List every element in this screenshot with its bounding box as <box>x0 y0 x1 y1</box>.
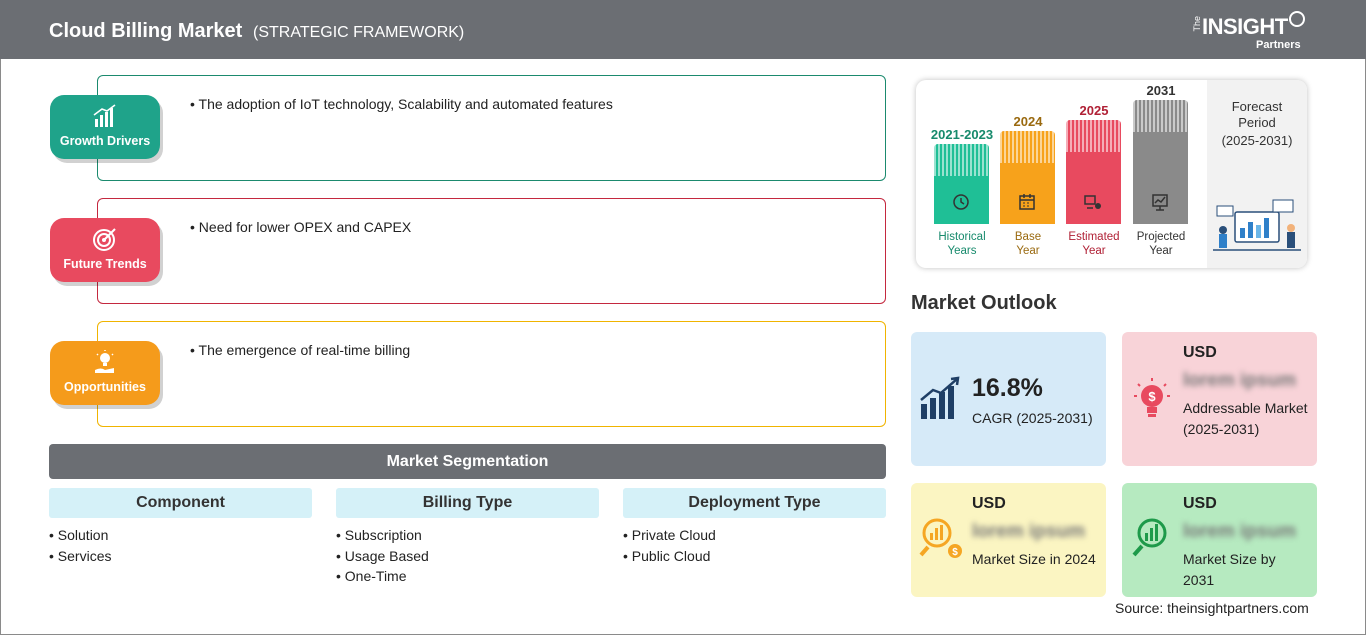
logo-insight: INSIGHT <box>1202 14 1288 39</box>
market-outlook-title: Market Outlook <box>911 292 1057 314</box>
forecast-line-2: Period <box>1238 115 1276 130</box>
growth-drivers-tag: Growth Drivers <box>50 95 160 159</box>
addressable-desc: Addressable Market (2025-2031) <box>1183 400 1308 437</box>
segment-component: Component • Solution • Services <box>49 488 312 566</box>
forecast-period-box: Forecast Period (2025-2031) <box>1207 80 1307 268</box>
market-size-2031-box: USD lorem ipsum Market Size by 2031 <box>1122 483 1317 597</box>
market-segmentation-header: Market Segmentation <box>49 444 886 479</box>
magnifier-chart-icon: $ <box>919 518 962 558</box>
future-trends-card: • Need for lower OPEX and CAPEX <box>97 198 886 304</box>
size2024-desc: Market Size in 2024 <box>972 551 1096 567</box>
segment-item: • One-Time <box>336 568 407 584</box>
timeline-year-label: 2025 <box>1079 103 1109 118</box>
timeline-year-label: 2021-2023 <box>930 127 994 142</box>
size2031-value: lorem ipsum <box>1183 521 1296 542</box>
svg-text:$: $ <box>1148 389 1156 404</box>
calendar-icon <box>1019 194 1035 210</box>
insight-partners-logo[interactable]: The INSIGHT Partners <box>1192 10 1312 54</box>
page-subtitle: (STRATEGIC FRAMEWORK) <box>253 24 465 41</box>
bar-stripe <box>1133 100 1188 132</box>
caption-line-1: Historical <box>938 231 986 243</box>
segment-deployment-type: Deployment Type • Private Cloud • Public… <box>623 488 886 566</box>
growth-drivers-label: Growth Drivers <box>59 134 151 148</box>
caption-line-1: Projected <box>1136 231 1186 243</box>
bar-stripe <box>934 144 989 176</box>
segment-item: • Solution <box>49 527 109 543</box>
addressable-usd: USD <box>1183 344 1217 361</box>
magnifier-growth-icon <box>1132 518 1167 557</box>
caption-line-2: Year <box>1016 245 1040 257</box>
segment-component-head: Component <box>49 488 312 518</box>
timeline-bar-2021-2023 <box>934 144 989 224</box>
lightbulb-hand-icon <box>95 350 114 373</box>
logo-mark-icon <box>1289 11 1305 27</box>
caption-line-2: Years <box>947 245 977 257</box>
page-title: Cloud Billing Market <box>49 20 243 42</box>
logo-the: The <box>1192 16 1202 32</box>
cagr-value: 16.8% <box>972 374 1043 402</box>
source-text[interactable]: Source: theinsightpartners.com <box>1115 600 1309 616</box>
opportunities-card: • The emergence of real-time billing <box>97 321 886 427</box>
size2024-value: lorem ipsum <box>972 521 1085 542</box>
bar-stripe <box>1000 131 1055 163</box>
bar-stripe <box>1066 120 1121 152</box>
growth-drivers-text: • The adoption of IoT technology, Scalab… <box>190 96 613 112</box>
header-bar: Cloud Billing Market (STRATEGIC FRAMEWOR… <box>0 0 1366 59</box>
forecast-line-3: (2025-2031) <box>1221 133 1293 148</box>
timeline-year-label: 2031 <box>1146 83 1176 98</box>
future-trends-text: • Need for lower OPEX and CAPEX <box>190 219 412 235</box>
market-size-2024-box: $ USD lorem ipsum Market Size in 2024 <box>911 483 1106 597</box>
money-bulb-icon: $ <box>1134 378 1170 417</box>
addressable-market-box: $ USD lorem ipsum Addressable Market (20… <box>1122 332 1317 466</box>
caption-line-2: Year <box>1149 245 1173 257</box>
analytics-illustration-icon <box>1213 199 1301 251</box>
caption-line-1: Base <box>1014 231 1042 243</box>
segment-billing-type: Billing Type • Subscription • Usage Base… <box>336 488 599 587</box>
timeline-bar-2025 <box>1066 120 1121 224</box>
history-icon <box>953 194 969 210</box>
size2031-usd: USD <box>1183 495 1217 512</box>
estimate-icon <box>1084 195 1101 209</box>
addressable-value: lorem ipsum <box>1183 370 1296 391</box>
timeline-year-label: 2024 <box>1013 114 1043 129</box>
segment-item: • Public Cloud <box>623 547 711 564</box>
segment-item: • Subscription <box>336 527 422 543</box>
opportunities-tag: Opportunities <box>50 341 160 405</box>
bar-chart-growth-icon <box>93 104 116 127</box>
segment-deployment-type-head: Deployment Type <box>623 488 886 518</box>
growth-chart-icon <box>920 376 960 419</box>
target-icon <box>93 228 116 251</box>
timeline-bar-2024 <box>1000 131 1055 224</box>
caption-line-1: Estimated <box>1068 231 1120 243</box>
caption-line-2: Year <box>1082 245 1106 257</box>
size2031-desc: Market Size by 2031 <box>1183 551 1276 588</box>
opportunities-label: Opportunities <box>64 380 146 394</box>
timeline-bar-2031 <box>1133 100 1188 224</box>
cagr-box: 16.8% CAGR (2025-2031) <box>911 332 1106 466</box>
size2024-usd: USD <box>972 495 1006 512</box>
opportunities-text: • The emergence of real-time billing <box>190 342 411 358</box>
logo-partners: Partners <box>1256 39 1301 51</box>
future-trends-tag: Future Trends <box>50 218 160 282</box>
segment-item: • Services <box>49 547 112 564</box>
growth-drivers-card: • The adoption of IoT technology, Scalab… <box>97 75 886 181</box>
forecast-line-1: Forecast <box>1231 99 1283 114</box>
segment-item: • Usage Based <box>336 547 429 564</box>
segment-billing-type-head: Billing Type <box>336 488 599 518</box>
future-trends-label: Future Trends <box>63 257 147 271</box>
svg-text:$: $ <box>952 547 958 558</box>
projection-icon <box>1152 194 1168 211</box>
cagr-label: CAGR (2025-2031) <box>972 410 1093 426</box>
segment-item: • Private Cloud <box>623 527 716 543</box>
